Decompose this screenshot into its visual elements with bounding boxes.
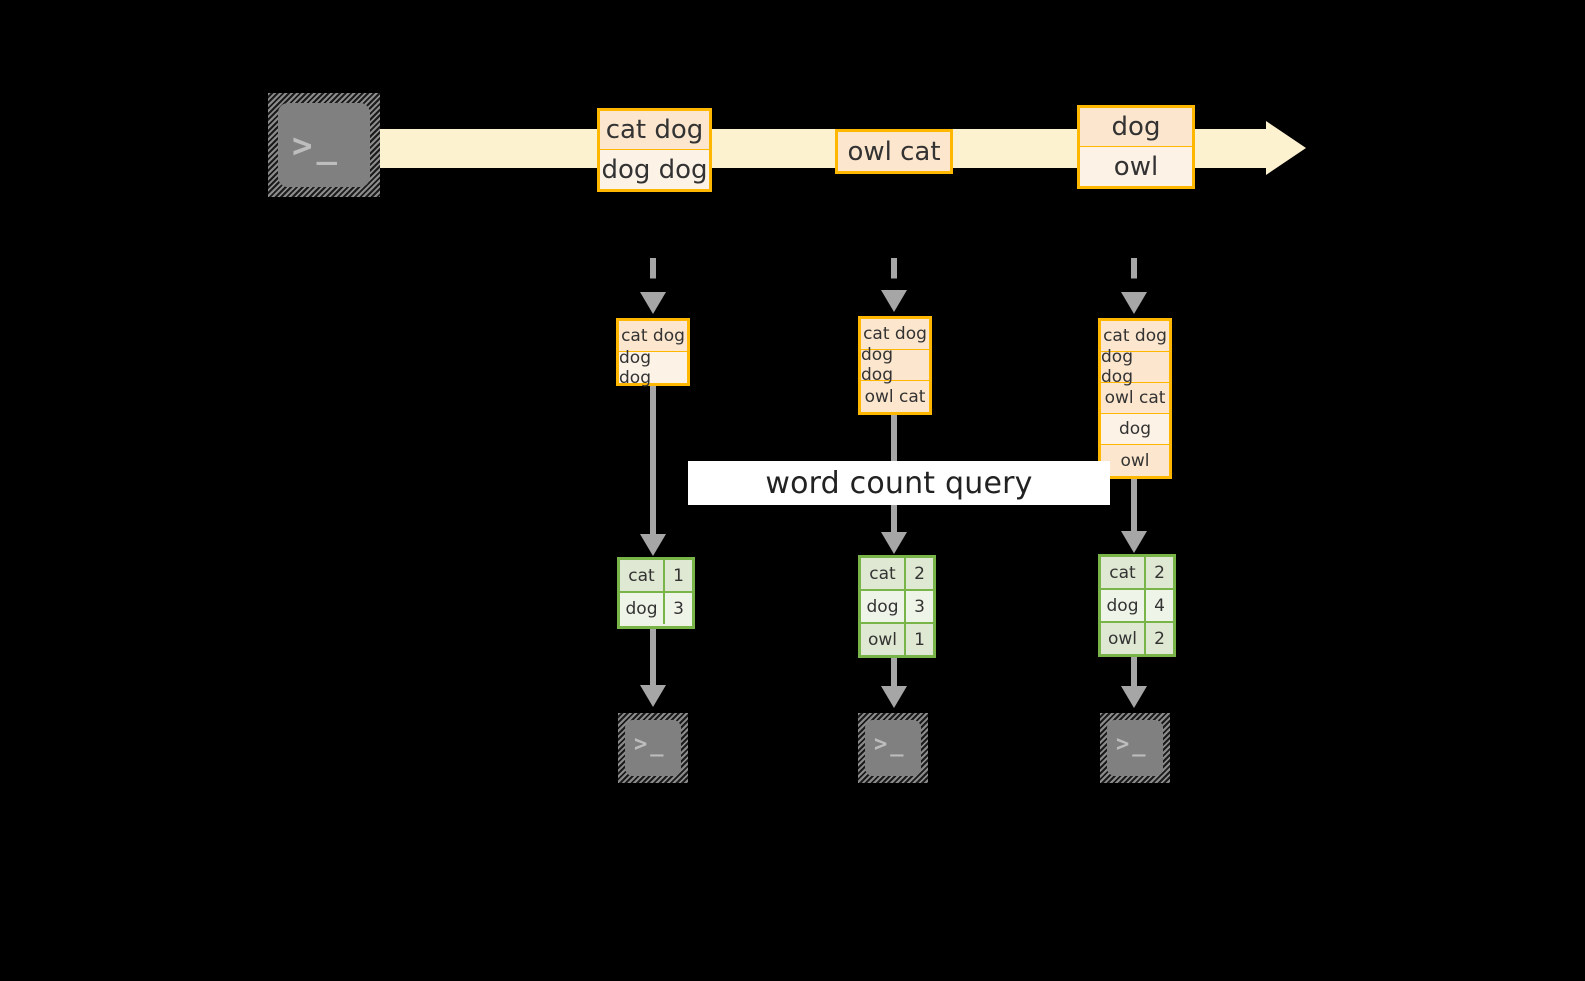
snapshot-3-output-arrowhead: [1121, 686, 1147, 708]
snapshot-1-capture-arrowhead: [640, 292, 666, 314]
snapshot-3-query-line: [1131, 479, 1137, 535]
snapshot-2-output-arrowhead: [881, 686, 907, 708]
snapshot-2-capture-line: [891, 258, 897, 292]
result-word: cat: [1101, 557, 1146, 588]
table-row: dog 3: [861, 591, 933, 624]
snapshot-1-query-line: [650, 386, 656, 536]
snapshot-3-record-2: dog dog: [1101, 347, 1169, 387]
result-count: 2: [1146, 557, 1173, 588]
snapshot-2-sink-terminal-icon[interactable]: >_: [858, 713, 928, 783]
snapshot-1-record-1: cat dog: [619, 321, 687, 352]
result-word: owl: [1101, 623, 1146, 654]
query-label: word count query: [688, 461, 1110, 505]
snapshot-3-result-table[interactable]: cat 2 dog 4 owl 2: [1098, 554, 1176, 657]
terminal-screen: >_: [278, 103, 370, 187]
source-terminal-icon[interactable]: >_: [268, 93, 380, 197]
result-word: cat: [620, 560, 665, 591]
snapshot-2-record-3: owl cat: [861, 381, 929, 412]
result-word: cat: [861, 558, 906, 589]
result-word: dog: [1101, 590, 1146, 621]
snapshot-1-query-arrowhead: [640, 534, 666, 556]
terminal-prompt-glyph: >_: [874, 732, 907, 757]
result-count: 1: [906, 624, 933, 655]
terminal-prompt-glyph: >_: [1116, 732, 1149, 757]
terminal-screen: >_: [865, 720, 921, 776]
result-count: 3: [665, 593, 692, 624]
snapshot-3-record-3: owl cat: [1101, 383, 1169, 414]
snapshot-3-record-5: owl: [1101, 445, 1169, 476]
query-label-text: word count query: [765, 465, 1033, 501]
snapshot-1-accumulated-records[interactable]: cat dog dog dog: [616, 318, 690, 388]
table-row: cat 2: [1101, 557, 1173, 590]
snapshot-2-accumulated-records[interactable]: cat dog dog dog owl cat: [858, 316, 932, 415]
terminal-prompt-glyph: >_: [292, 126, 341, 166]
stream-event-3-line-1: dog: [1080, 108, 1192, 147]
snapshot-1-output-line: [650, 629, 656, 685]
stream-event-1-line-1: cat dog: [600, 111, 709, 150]
stream-event-1-line-2: dog dog: [600, 150, 709, 189]
result-count: 2: [906, 558, 933, 589]
result-count: 1: [665, 560, 692, 591]
snapshot-2-output-line: [891, 658, 897, 688]
result-word: owl: [861, 624, 906, 655]
table-row: owl 2: [1101, 623, 1173, 654]
table-row: dog 4: [1101, 590, 1173, 623]
snapshot-3-capture-arrowhead: [1121, 292, 1147, 314]
table-row: cat 1: [620, 560, 692, 593]
snapshot-1-output-arrowhead: [640, 685, 666, 707]
snapshot-2-capture-arrowhead: [881, 290, 907, 312]
terminal-screen: >_: [1107, 720, 1163, 776]
stream-event-3[interactable]: dog owl: [1077, 105, 1195, 189]
snapshot-2-query-arrowhead: [881, 532, 907, 554]
snapshot-3-record-4: dog: [1101, 414, 1169, 445]
result-count: 4: [1146, 590, 1173, 621]
table-row: cat 2: [861, 558, 933, 591]
table-row: dog 3: [620, 593, 692, 624]
stream-event-2-line-1: owl cat: [838, 132, 950, 171]
snapshot-3-record-1: cat dog: [1101, 321, 1169, 352]
result-count: 3: [906, 591, 933, 622]
snapshot-1-result-table[interactable]: cat 1 dog 3: [617, 557, 695, 629]
snapshot-3-output-line: [1131, 657, 1137, 688]
stream-event-3-line-2: owl: [1080, 147, 1192, 186]
terminal-screen: >_: [625, 720, 681, 776]
snapshot-1-record-2: dog dog: [619, 348, 687, 388]
result-count: 2: [1146, 623, 1173, 654]
stream-event-2[interactable]: owl cat: [835, 129, 953, 174]
snapshot-2-record-1: cat dog: [861, 319, 929, 350]
terminal-prompt-glyph: >_: [634, 732, 667, 757]
snapshot-1-capture-line: [650, 258, 656, 292]
stream-event-1[interactable]: cat dog dog dog: [597, 108, 712, 192]
result-word: dog: [861, 591, 906, 622]
result-word: dog: [620, 593, 665, 624]
snapshot-3-sink-terminal-icon[interactable]: >_: [1100, 713, 1170, 783]
snapshot-3-capture-line: [1131, 258, 1137, 292]
snapshot-3-query-arrowhead: [1121, 531, 1147, 553]
snapshot-1-sink-terminal-icon[interactable]: >_: [618, 713, 688, 783]
snapshot-3-accumulated-records[interactable]: cat dog dog dog owl cat dog owl: [1098, 318, 1172, 479]
snapshot-2-record-2: dog dog: [861, 345, 929, 385]
snapshot-2-result-table[interactable]: cat 2 dog 3 owl 1: [858, 555, 936, 658]
table-row: owl 1: [861, 624, 933, 655]
event-stream-arrowhead: [1266, 121, 1306, 175]
